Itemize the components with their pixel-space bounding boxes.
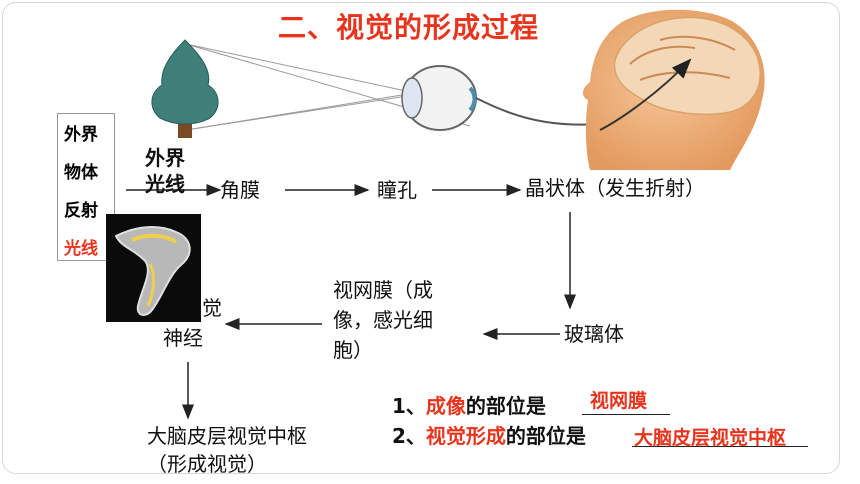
eye-icon — [401, 65, 641, 131]
stimulus-line: 外界 — [64, 125, 98, 145]
question-number: 1、 — [392, 394, 426, 418]
head-brain-icon — [582, 9, 765, 171]
nerve-label: 神经 — [163, 326, 203, 350]
nerve-label-partial: 觉 — [202, 296, 222, 320]
answer-2: 大脑皮层视觉中枢 — [634, 427, 787, 449]
question-text: 的部位是 — [465, 394, 546, 418]
slide-title: 二、视觉的形成过程 — [278, 11, 540, 44]
cortex-label: 大脑皮层视觉中枢 — [147, 424, 307, 448]
optic-nerve-icon — [114, 226, 191, 316]
pupil-label: 瞳孔 — [377, 178, 417, 202]
vitreous-label: 玻璃体 — [564, 322, 624, 346]
light-label-line: 光线 — [145, 172, 185, 196]
answer-blank-1 — [582, 414, 670, 415]
question-keyword: 视觉形成 — [425, 424, 506, 448]
question-number: 2、 — [392, 424, 426, 448]
answer-blank-2 — [632, 446, 808, 447]
tree-icon — [151, 39, 219, 138]
question-keyword: 成像 — [425, 394, 466, 418]
stimulus-line: 光线 — [64, 239, 98, 259]
slide-frame — [2, 2, 840, 474]
flow-arrows — [126, 184, 576, 420]
answer-1: 视网膜 — [590, 390, 648, 412]
question-2: 2、视觉形成的部位是 — [392, 424, 586, 448]
question-1: 1、成像的部位是 — [392, 394, 546, 418]
light-label-line: 外界 — [145, 146, 185, 170]
retina-label-line: 胞） — [333, 338, 373, 362]
retina-label-line: 视网膜（成 — [333, 278, 433, 302]
cortex-note: （形成视觉） — [147, 452, 267, 476]
stimulus-line: 反射 — [64, 201, 98, 221]
retina-label-line: 像，感光细 — [333, 308, 433, 332]
question-text: 的部位是 — [505, 424, 586, 448]
cornea-label: 角膜 — [220, 178, 260, 202]
lens-label: 晶状体（发生折射） — [525, 176, 705, 200]
stimulus-box: 外界 物体 反射 光线 — [57, 113, 115, 261]
stimulus-line: 物体 — [64, 163, 98, 183]
optic-nerve-photo — [106, 214, 201, 322]
